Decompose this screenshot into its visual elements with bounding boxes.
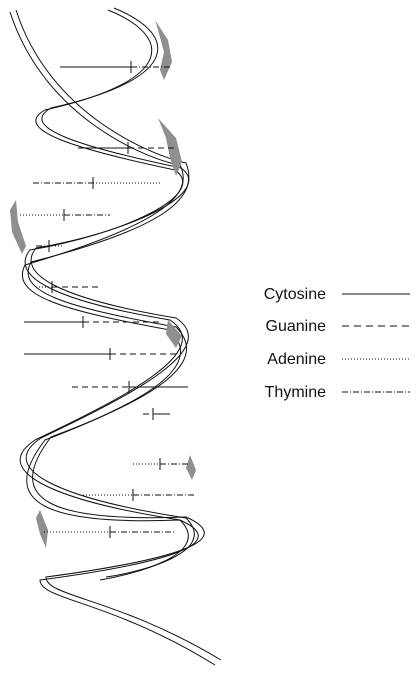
legend-item-cytosine: Cytosine bbox=[264, 286, 410, 303]
backbone-strand-a bbox=[10, 10, 221, 665]
strand-shading bbox=[10, 20, 196, 548]
base-pair bbox=[78, 142, 176, 154]
helix bbox=[10, 8, 221, 665]
base-pair bbox=[24, 316, 160, 328]
base-pair bbox=[20, 209, 110, 221]
base-pair bbox=[36, 240, 64, 252]
base-pair bbox=[24, 348, 176, 360]
base-pair bbox=[133, 458, 190, 470]
legend-label-cytosine: Cytosine bbox=[264, 286, 326, 303]
legend-item-guanine: Guanine bbox=[266, 318, 411, 335]
base-pair bbox=[143, 408, 170, 420]
base-pair bbox=[44, 526, 176, 538]
legend: Cytosine Guanine Adenine Thymine bbox=[264, 286, 410, 401]
base-pair bbox=[60, 61, 170, 73]
legend-label-guanine: Guanine bbox=[266, 318, 327, 335]
legend-item-thymine: Thymine bbox=[265, 384, 410, 401]
base-pair bbox=[33, 177, 160, 189]
base-pair bbox=[80, 489, 196, 501]
legend-label-adenine: Adenine bbox=[267, 351, 326, 368]
legend-item-adenine: Adenine bbox=[267, 351, 410, 368]
legend-label-thymine: Thymine bbox=[265, 384, 326, 401]
